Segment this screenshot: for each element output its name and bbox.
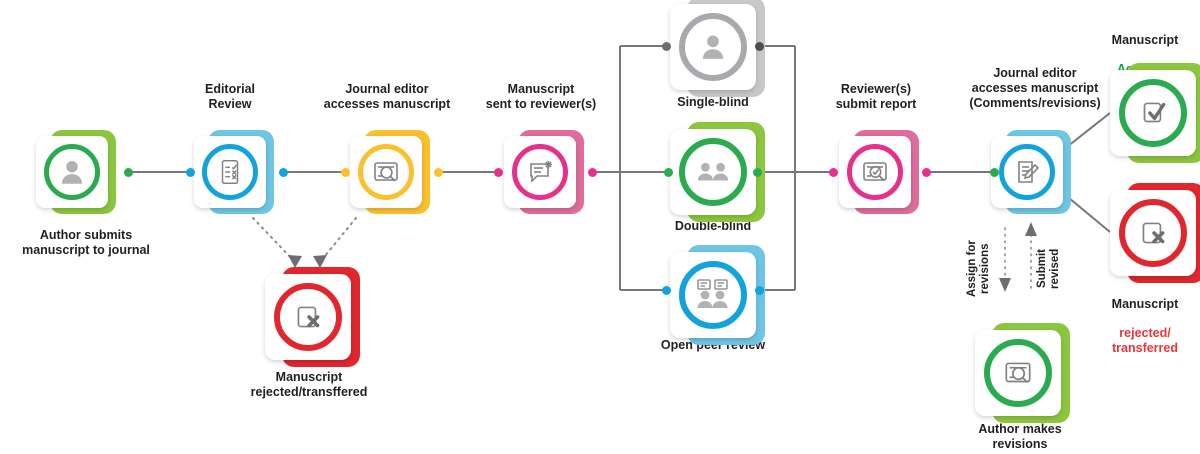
label-sent-reviewers: Manuscript sent to reviewer(s) (485, 82, 597, 111)
node-accepted[interactable] (1110, 63, 1200, 163)
connector-dot (434, 168, 443, 177)
node-ring (1119, 79, 1187, 147)
label-submit-report: Reviewer(s) submit report (835, 82, 917, 111)
connector-dot (588, 168, 597, 177)
connector-dot (755, 286, 764, 295)
node-ring (512, 144, 568, 200)
node-rejected-left[interactable] (265, 267, 360, 367)
label-single-blind: Single-blind (677, 95, 749, 109)
connector-dot (186, 168, 195, 177)
label-rejected-right-status: rejected/ transferred (1112, 326, 1178, 355)
node-editor-access[interactable] (350, 130, 430, 214)
label-editor-comments: Journal editor accesses manuscript (Comm… (969, 66, 1101, 110)
document-edit-icon (991, 136, 1063, 208)
label-rejected-left: Manuscript rejected/transffered (250, 370, 368, 399)
label-submit-revised: Submit revised (1036, 248, 1062, 290)
node-ring (44, 144, 100, 200)
connector-dot (662, 286, 671, 295)
connector-dot (755, 42, 764, 51)
node-ring (679, 261, 747, 329)
label-assign-for-revisions: Assign for revisions (966, 240, 992, 298)
node-rejected-right[interactable] (1110, 183, 1200, 283)
node-double-blind[interactable] (670, 122, 765, 222)
connector-dot (279, 168, 288, 177)
connector-dot (662, 42, 671, 51)
label-accepted-line1: Manuscript (1111, 32, 1179, 47)
node-author-revisions[interactable] (975, 323, 1070, 423)
document-x-icon (1110, 190, 1196, 276)
person-icon (36, 136, 108, 208)
checklist-icon (194, 136, 266, 208)
node-ring (274, 283, 342, 351)
connector-dot (829, 168, 838, 177)
connector-dot (990, 168, 999, 177)
connector-dot (494, 168, 503, 177)
connector-dot (664, 168, 673, 177)
report-check-icon (839, 136, 911, 208)
two-people-docs-icon (670, 252, 756, 338)
node-sent-reviewers[interactable] (504, 130, 584, 214)
node-open-peer-review[interactable] (670, 245, 765, 345)
node-ring (202, 144, 258, 200)
document-search-icon (975, 330, 1061, 416)
node-ring (847, 144, 903, 200)
label-rejected-right: Manuscript rejected/ transferred (1090, 282, 1200, 371)
two-people-icon (670, 129, 756, 215)
label-double-blind: Double-blind (674, 219, 752, 233)
label-author-submits: Author submits manuscript to journal (22, 228, 150, 257)
comment-new-icon (504, 136, 576, 208)
label-rejected-right-line1: Manuscript (1111, 296, 1179, 311)
connector-dot (341, 168, 350, 177)
connector-dot (124, 168, 133, 177)
node-author-submits[interactable] (36, 130, 116, 214)
connector-dot (753, 168, 762, 177)
label-editor-access: Journal editor accesses manuscript (323, 82, 451, 111)
node-editorial-review[interactable] (194, 130, 274, 214)
node-ring (679, 13, 747, 81)
single-person-icon (670, 4, 756, 90)
document-x-icon (265, 274, 351, 360)
node-single-blind[interactable] (670, 0, 765, 97)
label-author-revisions: Author makes revisions (978, 422, 1062, 451)
document-search-icon (350, 136, 422, 208)
node-ring (358, 144, 414, 200)
node-ring (999, 144, 1055, 200)
node-ring (679, 138, 747, 206)
document-check-icon (1110, 70, 1196, 156)
label-editorial-review: Editorial Review (204, 82, 255, 111)
node-editor-comments[interactable] (991, 130, 1071, 214)
node-submit-report[interactable] (839, 130, 919, 214)
connector-dot (922, 168, 931, 177)
node-ring (1119, 199, 1187, 267)
node-ring (984, 339, 1052, 407)
